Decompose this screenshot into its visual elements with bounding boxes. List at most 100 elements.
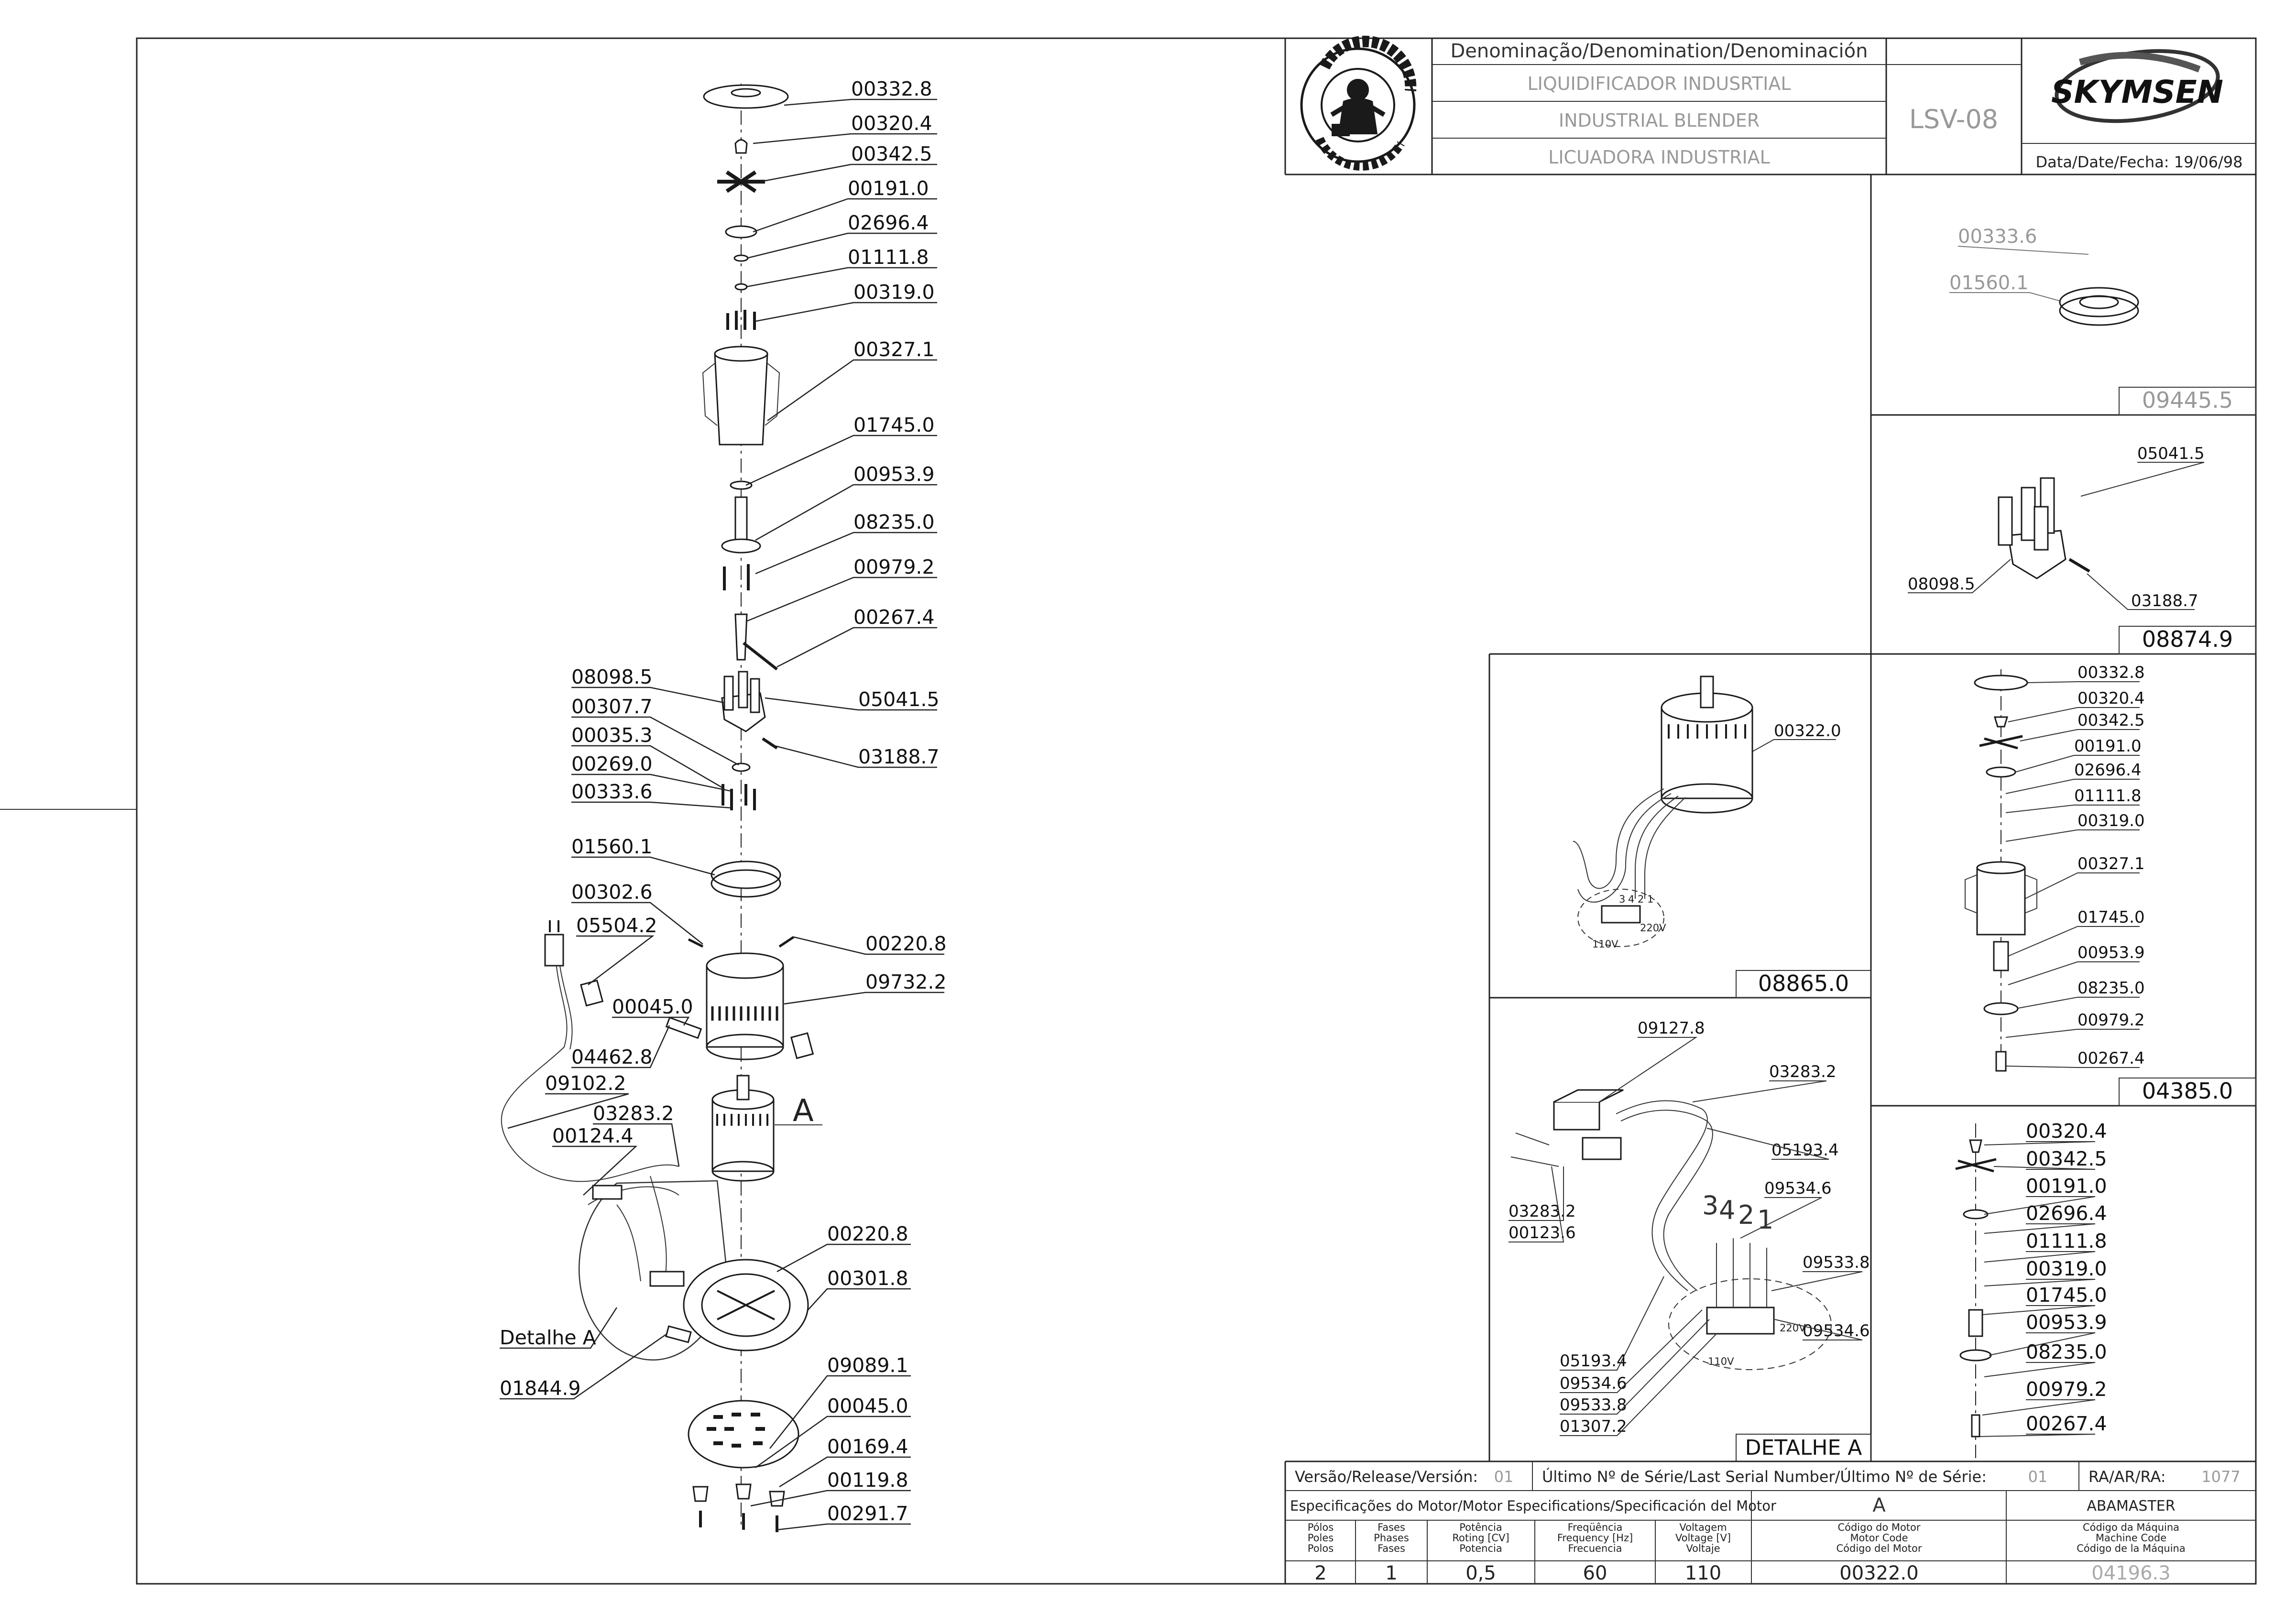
bearing-flange	[721, 538, 761, 554]
wire-number: 1	[1757, 1205, 1773, 1235]
part-label: 00327.1	[2077, 854, 2145, 873]
serial-value: 01	[2028, 1468, 2048, 1486]
subassembly-code: 08874.9	[2142, 626, 2233, 652]
subassembly-08874: 08874.9 05041.5 08098.5 03188.7	[1908, 444, 2256, 654]
leader-line	[2005, 1066, 2140, 1068]
part-label: 00979.2	[853, 556, 935, 578]
motor-spec-label: Especificações do Motor/Motor Especifica…	[1290, 1498, 1776, 1514]
column-heading: Machine Code	[2096, 1532, 2166, 1544]
leader-line	[593, 1123, 680, 1167]
part-label: 00320.4	[2026, 1120, 2107, 1143]
column-heading: Polos	[1308, 1543, 1334, 1554]
leader-line	[1982, 1305, 2096, 1315]
part-label: 00267.4	[2026, 1412, 2107, 1435]
part-label: 00302.6	[571, 881, 653, 904]
part-label: 01111.8	[2074, 786, 2142, 806]
leader-line	[2005, 779, 2140, 794]
leader-line	[745, 577, 937, 622]
version-label: Versão/Release/Versión:	[1295, 1468, 1478, 1486]
serial-label: Último Nº de Série/Last Serial Number/Úl…	[1542, 1467, 1987, 1486]
model-code: LSV-08	[1909, 104, 1998, 134]
leader-line	[1774, 1319, 1863, 1340]
part-label: 00035.3	[571, 724, 653, 747]
part-label: 05193.4	[1560, 1351, 1627, 1371]
machine-name: ABAMASTER	[2087, 1498, 2175, 1514]
part-label: 00319.0	[2077, 811, 2145, 830]
part-label: 00333.6	[571, 780, 653, 803]
part-label: 08235.0	[2026, 1340, 2107, 1363]
power-cord	[501, 937, 679, 1182]
part-label: 00953.9	[853, 463, 935, 486]
column-heading: Código do Motor	[1837, 1522, 1920, 1533]
revision-date: Data/Date/Fecha: 19/06/98	[2036, 153, 2243, 171]
part-label: 01560.1	[571, 835, 653, 858]
leader-line	[776, 1523, 911, 1531]
plug	[544, 934, 564, 967]
terminal-block	[1706, 1307, 1775, 1335]
spec-value: 0,5	[1465, 1562, 1496, 1584]
leader-line	[746, 232, 937, 259]
leader-line	[793, 936, 944, 955]
foot	[769, 1491, 785, 1507]
part-label: 00045.0	[827, 1394, 908, 1417]
leader-line	[808, 1288, 911, 1310]
part-label: 00191.0	[2026, 1175, 2107, 1198]
spec-value: 2	[1314, 1562, 1326, 1584]
part-label: 01745.0	[2077, 908, 2145, 927]
part-label: 02696.4	[2074, 761, 2142, 780]
spec-value: 60	[1583, 1562, 1607, 1584]
wire-number: 4	[1628, 893, 1634, 905]
column-heading: Potencia	[1459, 1543, 1502, 1554]
subassembly-code: 09445.5	[2142, 387, 2233, 413]
part-label: 00953.9	[2077, 943, 2145, 962]
leader-line	[571, 902, 703, 945]
drawing-frame	[136, 37, 2257, 1585]
motor-base-ring	[2059, 287, 2139, 317]
part-label: 08235.0	[2077, 979, 2145, 998]
part-label: 00342.5	[2026, 1147, 2107, 1170]
leader-line	[2015, 997, 2140, 1009]
leader-line	[1984, 1196, 2096, 1215]
part-label: 03188.7	[2131, 591, 2198, 610]
part-label: 00267.4	[2077, 1049, 2145, 1068]
voltage-label: 110V	[1708, 1356, 1734, 1367]
leader-line	[571, 1025, 670, 1068]
leader-line	[500, 1333, 667, 1400]
name-english: INDUSTRIAL BLENDER	[1559, 110, 1760, 131]
leader-line	[1771, 1271, 1863, 1291]
detail-letter: A	[793, 1093, 814, 1129]
part-label: 03283.2	[1509, 1202, 1576, 1221]
part-label: 09534.6	[1803, 1321, 1870, 1340]
part-label: 05504.2	[576, 914, 657, 937]
subassembly-code: 04385.0	[2142, 1078, 2233, 1104]
part-label: 09533.8	[1560, 1395, 1627, 1415]
part-label: 09089.1	[827, 1354, 908, 1377]
part-label: 00301.8	[827, 1267, 908, 1290]
part-label: 09127.8	[1638, 1019, 1705, 1038]
leader-line	[1984, 1223, 2096, 1234]
motor	[711, 1099, 775, 1172]
part-label: 00332.8	[2077, 663, 2145, 682]
voltage-label: 220V	[1780, 1322, 1806, 1334]
leader-line	[760, 163, 937, 183]
part-label: 00332.8	[851, 77, 932, 100]
column-heading: Voltagem	[1679, 1522, 1727, 1533]
part-label: 00322.0	[1774, 721, 1841, 741]
leader-line	[1982, 1399, 2096, 1416]
part-label: 00124.4	[552, 1124, 634, 1147]
part-label: 09102.2	[545, 1072, 626, 1095]
column-heading: Phases	[1374, 1532, 1409, 1544]
part-label: 00123.6	[1509, 1223, 1576, 1242]
leader-line	[1740, 1197, 1822, 1239]
part-label: 09534.6	[1764, 1179, 1832, 1198]
leader-line	[753, 133, 937, 144]
leader-line	[745, 435, 937, 486]
leader-line	[1993, 1166, 2096, 1170]
part-label: 09732.2	[865, 970, 947, 993]
leader-line	[507, 1093, 629, 1129]
detail-caption: Detalhe A	[500, 1326, 596, 1349]
part-label: 00319.0	[2026, 1257, 2107, 1280]
part-label: 00119.8	[827, 1469, 908, 1492]
leader-line	[774, 745, 937, 768]
skymsen-logo: SKYMSEN	[2051, 49, 2223, 123]
